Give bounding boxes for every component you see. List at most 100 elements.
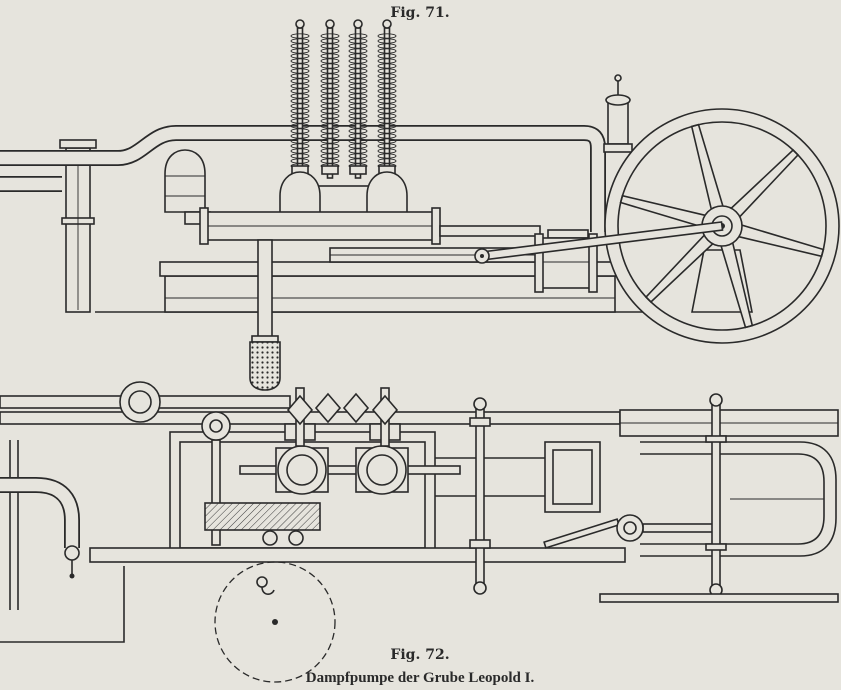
spring-coil xyxy=(320,138,340,144)
spring-coil xyxy=(348,48,368,54)
bearing-collar xyxy=(705,543,727,551)
spring-coil xyxy=(348,98,368,104)
spring-coil xyxy=(377,103,397,109)
spring-coil xyxy=(290,63,310,69)
crank-pin xyxy=(623,521,637,535)
spring-coil xyxy=(377,48,397,54)
guide-rod xyxy=(475,399,485,591)
spring-coil xyxy=(377,73,397,79)
valve-body xyxy=(342,392,370,424)
spring-coil xyxy=(377,58,397,64)
spring-coil xyxy=(348,43,368,49)
spring-coil xyxy=(290,38,310,44)
spring-coil xyxy=(320,58,340,64)
steam-chest xyxy=(547,229,589,239)
fig71-label: Fig. 71. xyxy=(390,5,449,21)
flywheel-rim-plan-outer xyxy=(640,441,837,557)
spindle-knob xyxy=(353,19,363,29)
spring-coil xyxy=(320,103,340,109)
spring-coil xyxy=(377,33,397,39)
steam-cylinder-plan xyxy=(544,441,601,513)
spring-coil xyxy=(348,158,368,164)
spring-coil xyxy=(348,138,368,144)
spring-coil xyxy=(320,153,340,159)
plunger-rod xyxy=(239,465,461,475)
fig71-elevation-drawing xyxy=(0,19,840,391)
spring-coil xyxy=(320,123,340,129)
spring-coil xyxy=(320,148,340,154)
pipe-valve-handle xyxy=(69,573,75,579)
crank-mechanism-plan xyxy=(543,393,839,603)
spring-coil xyxy=(348,103,368,109)
spring-coil xyxy=(320,43,340,49)
spring-loaded-valve-columns xyxy=(290,19,397,179)
spring-coil xyxy=(377,123,397,129)
spring-coil xyxy=(377,63,397,69)
bearing-collar xyxy=(705,435,727,443)
suction-pipe xyxy=(249,239,281,391)
spring-coil xyxy=(320,88,340,94)
wall-outline xyxy=(0,566,125,643)
spring-coil xyxy=(320,93,340,99)
spring-coil xyxy=(290,93,310,99)
dashed-wheel-center xyxy=(272,619,278,625)
pump-flange-left xyxy=(199,207,209,245)
suction-pipe-body xyxy=(257,239,273,343)
spring-loaded-valve-column xyxy=(377,19,397,179)
flywheel xyxy=(604,108,840,344)
spring-coil xyxy=(290,78,310,84)
spring-coil xyxy=(320,68,340,74)
spring-coil xyxy=(377,148,397,154)
curved-pipe-bore xyxy=(0,478,79,548)
valve-body xyxy=(371,394,399,426)
standpipe-cap xyxy=(59,139,97,149)
spring-coil xyxy=(377,153,397,159)
pipe-valve xyxy=(64,545,80,561)
spring-coil xyxy=(320,118,340,124)
spring-coil xyxy=(348,73,368,79)
spring-coil xyxy=(320,158,340,164)
spring-coil xyxy=(290,58,310,64)
spring-loaded-valve-column xyxy=(290,19,310,179)
valve-body xyxy=(314,392,342,424)
spring-coil xyxy=(290,33,310,39)
spring-coil xyxy=(290,73,310,79)
spring-coil xyxy=(290,103,310,109)
pump-valve-chests xyxy=(279,171,408,219)
steam-supply-pipe xyxy=(0,125,606,232)
cylinder-flange-left xyxy=(534,233,544,293)
guide-collar xyxy=(469,539,491,549)
spring-seat xyxy=(321,165,339,175)
spring-loaded-valve-column xyxy=(320,19,340,179)
spring-coil xyxy=(377,118,397,124)
spring-coil xyxy=(320,98,340,104)
air-vessel-boss xyxy=(209,419,223,433)
spring-coil xyxy=(290,143,310,149)
regulator-body xyxy=(607,99,629,145)
spring-coil xyxy=(320,53,340,59)
spring-coil xyxy=(348,113,368,119)
stop-valve-hub xyxy=(128,390,152,414)
spring-coil xyxy=(377,113,397,119)
regulator-bonnet xyxy=(605,94,631,106)
spindle-knob xyxy=(382,19,392,29)
engine-frame-plan xyxy=(435,441,601,513)
guide-collar xyxy=(469,417,491,427)
lower-pipe xyxy=(0,477,626,579)
pump-barrel-right-bore xyxy=(366,454,398,486)
regulator-knob xyxy=(614,74,622,82)
spring-coil xyxy=(377,128,397,134)
air-vessel-top xyxy=(201,411,231,441)
spring-coil xyxy=(290,98,310,104)
regulator-flange xyxy=(603,143,633,153)
valve-body xyxy=(286,394,314,426)
spring-coil xyxy=(290,53,310,59)
bearing-knob-top xyxy=(709,393,723,407)
spring-coil xyxy=(320,73,340,79)
cylinder-flange-right xyxy=(588,233,598,293)
spring-coil xyxy=(290,158,310,164)
spindle-knob xyxy=(325,19,335,29)
figure-caption: Dampfpumpe der Grube Leopold I. xyxy=(306,670,535,686)
steam-regulator-valve xyxy=(603,74,633,153)
spring-coil xyxy=(348,88,368,94)
